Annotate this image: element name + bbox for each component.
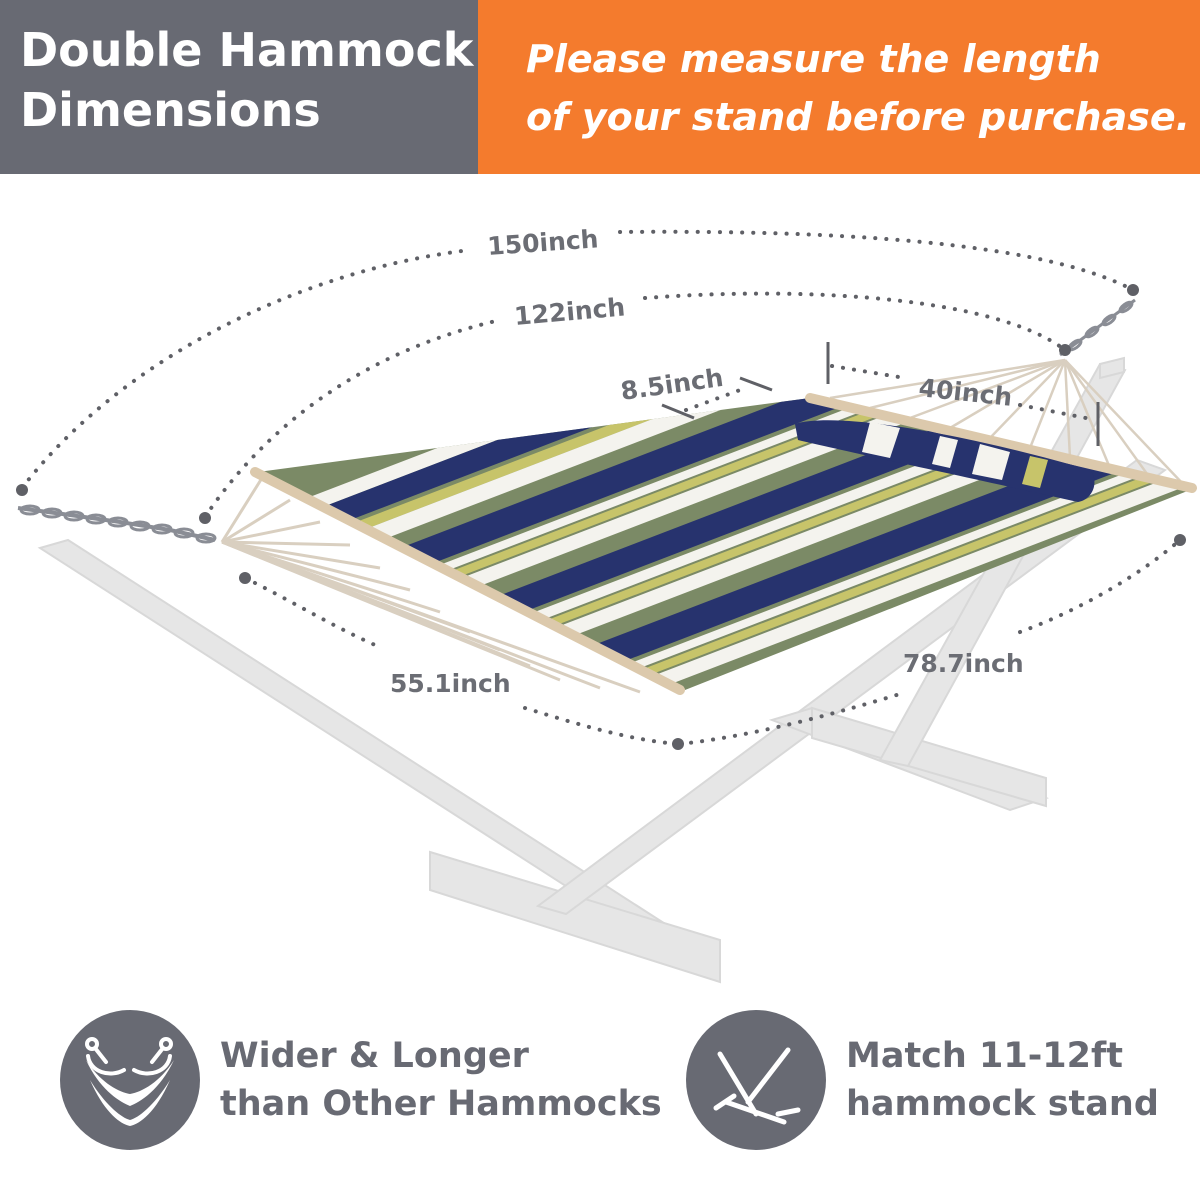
two-hammocks-icon bbox=[60, 1010, 200, 1150]
dimension-end-dots bbox=[16, 284, 1186, 750]
dimension-ticks bbox=[661, 342, 1100, 446]
page-title: Double Hammock Dimensions bbox=[0, 0, 478, 174]
feature-2-line-2: hammock stand bbox=[846, 1084, 1159, 1124]
header-banner: Double Hammock Dimensions Please measure… bbox=[0, 0, 1200, 174]
overall-length-line-right bbox=[618, 229, 1135, 292]
right-ropes bbox=[829, 358, 1186, 487]
left-spreader-bar bbox=[250, 467, 685, 695]
bed-width-label: 55.1inch bbox=[390, 669, 511, 698]
overall-length-line bbox=[20, 248, 472, 490]
feature-text-1: Wider & Longer than Other Hammocks bbox=[220, 1032, 662, 1128]
bed-width-line-lower bbox=[523, 706, 680, 746]
pillow-width-line bbox=[684, 388, 742, 412]
feature-1-line-2: than Other Hammocks bbox=[220, 1084, 662, 1124]
title-line-2: Dimensions bbox=[20, 83, 321, 137]
overall-length-label: 150inch bbox=[486, 224, 599, 261]
measure-notice: Please measure the length of your stand … bbox=[478, 0, 1200, 174]
pillow bbox=[795, 420, 1095, 502]
bed-length-line-right bbox=[643, 291, 1067, 352]
bed-length-line bbox=[203, 318, 502, 519]
feature-2-line-1: Match 11-12ft bbox=[846, 1036, 1123, 1076]
title-line-1: Double Hammock bbox=[20, 23, 474, 77]
pillow-length-line bbox=[830, 364, 907, 380]
bed-length-label: 122inch bbox=[513, 292, 626, 331]
hammock-stand bbox=[37, 356, 1168, 984]
stand-width-label: 78.7inch bbox=[903, 649, 1024, 678]
notice-line-2: of your stand before purchase. bbox=[526, 95, 1191, 139]
right-chain bbox=[1059, 298, 1136, 357]
dimension-lines bbox=[20, 229, 1182, 746]
left-chain bbox=[17, 504, 217, 544]
feature-1-line-1: Wider & Longer bbox=[220, 1036, 529, 1076]
pillow-length-line-right bbox=[1018, 403, 1098, 422]
hammock-stand-icon bbox=[686, 1010, 826, 1150]
hammock-illustration: 150inch 122inch 8.5inch 40inch 55.1inch … bbox=[16, 224, 1197, 984]
stand-width-line-upper bbox=[1018, 538, 1182, 634]
feature-text-2: Match 11-12ft hammock stand bbox=[846, 1032, 1159, 1128]
right-spreader-bar bbox=[805, 393, 1197, 493]
bed-width-line bbox=[243, 576, 377, 647]
stand-width-line bbox=[678, 692, 902, 746]
left-ropes bbox=[220, 477, 641, 694]
notice-line-1: Please measure the length bbox=[526, 37, 1101, 81]
pillow-width-label: 8.5inch bbox=[619, 363, 725, 406]
pillow-length-label: 40inch bbox=[917, 373, 1013, 412]
